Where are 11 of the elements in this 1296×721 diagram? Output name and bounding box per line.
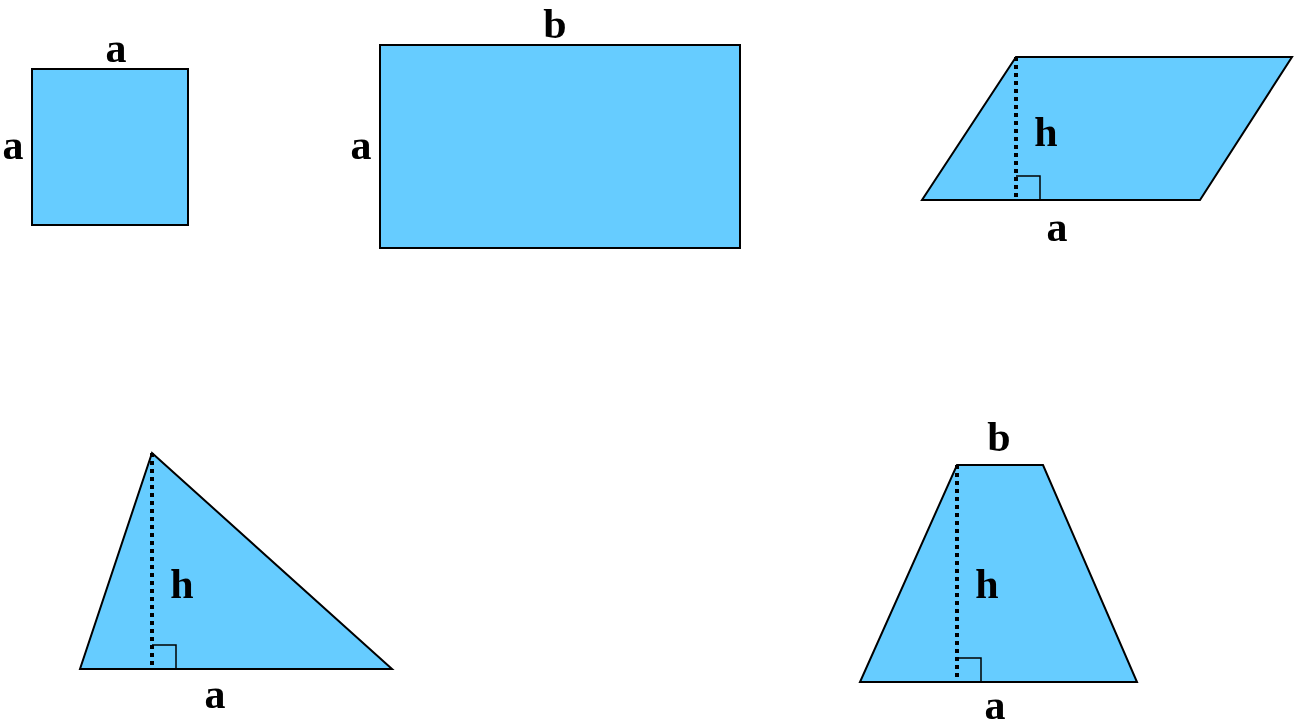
side-label: a (2, 124, 24, 166)
side-label: a (105, 27, 127, 69)
side-label: a (1046, 206, 1068, 248)
height-label: h (1034, 111, 1058, 153)
side-label: a (984, 684, 1006, 721)
side-label: b (987, 416, 1011, 458)
side-label: a (204, 673, 226, 715)
height-label: h (975, 563, 999, 605)
height-label: h (170, 563, 194, 605)
side-label: a (350, 124, 372, 166)
side-label: b (543, 3, 567, 45)
